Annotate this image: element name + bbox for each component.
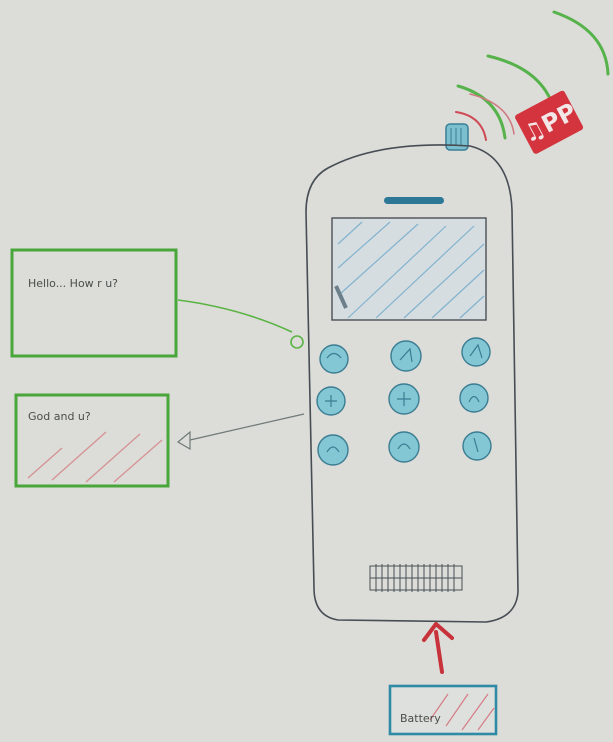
key-9[interactable] xyxy=(463,432,491,460)
key-3[interactable] xyxy=(462,338,490,366)
reply-message-text: God and u? xyxy=(28,410,91,423)
key-8[interactable] xyxy=(389,432,419,462)
phone-screen xyxy=(332,218,486,320)
keypad xyxy=(317,338,491,465)
key-2[interactable] xyxy=(391,341,421,371)
incoming-message-text: Hello... How r u? xyxy=(28,277,118,290)
key-1[interactable] xyxy=(320,345,348,373)
battery-label: Battery xyxy=(400,712,441,725)
key-4[interactable] xyxy=(317,387,345,415)
earpiece-speaker xyxy=(384,197,444,204)
key-7[interactable] xyxy=(318,435,348,465)
key-6[interactable] xyxy=(460,384,488,412)
battery: Battery xyxy=(390,686,496,734)
key-5[interactable] xyxy=(389,384,419,414)
